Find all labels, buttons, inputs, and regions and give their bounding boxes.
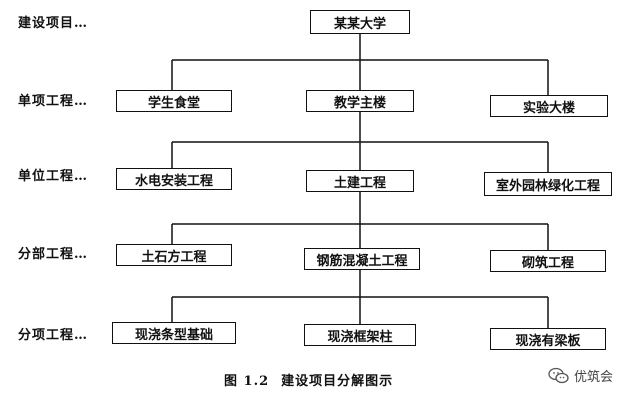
node-single-main-building: 教学主楼: [306, 90, 414, 112]
node-subitem-strip-foundation: 现浇条型基础: [112, 322, 236, 344]
level-label-project: 建设项目…: [18, 16, 89, 31]
level-label-single: 单项工程…: [18, 94, 89, 109]
node-root: 某某大学: [310, 10, 410, 34]
node-single-lab-building: 实验大楼: [490, 95, 608, 117]
node-division-masonry: 砌筑工程: [490, 250, 606, 272]
watermark: 优筑会: [548, 366, 613, 385]
node-division-earthwork: 土石方工程: [116, 244, 232, 266]
wechat-icon: [548, 367, 570, 385]
figure-title: 建设项目分解图示: [281, 374, 394, 389]
level-label-subitem: 分项工程…: [18, 328, 89, 343]
node-subitem-beam-slab: 现浇有梁板: [490, 328, 606, 350]
level-label-unit: 单位工程…: [18, 169, 89, 184]
node-single-canteen: 学生食堂: [116, 90, 232, 112]
level-label-division: 分部工程…: [18, 247, 89, 262]
watermark-text: 优筑会: [574, 370, 614, 385]
node-unit-utilities: 水电安装工程: [116, 168, 232, 190]
node-unit-landscaping: 室外园林绿化工程: [484, 172, 612, 196]
node-unit-civil: 土建工程: [306, 170, 414, 192]
node-subitem-frame-column: 现浇框架柱: [304, 324, 416, 346]
figure-number: 图 1.2: [224, 374, 270, 389]
node-division-concrete: 钢筋混凝土工程: [304, 248, 420, 270]
figure-caption: 图 1.2 建设项目分解图示: [224, 370, 393, 389]
